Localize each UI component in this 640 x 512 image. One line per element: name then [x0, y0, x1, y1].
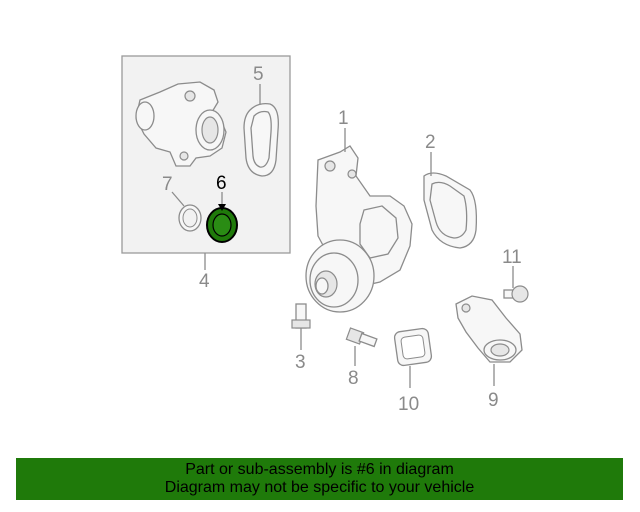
- callout-6: 6: [216, 173, 227, 194]
- gasket-5: [243, 102, 279, 177]
- gasket-10: [393, 327, 433, 367]
- info-banner: Part or sub-assembly is #6 in diagram Di…: [16, 458, 623, 500]
- callout-5: 5: [253, 64, 264, 85]
- bolt-8: [345, 327, 378, 348]
- callout-9: 9: [488, 390, 499, 411]
- o-ring-7: [178, 204, 202, 232]
- banner-line-1: Part or sub-assembly is #6 in diagram: [185, 461, 454, 478]
- water-pump: [305, 145, 413, 313]
- banner-line-2: Diagram may not be specific to your vehi…: [164, 479, 475, 496]
- callout-2: 2: [425, 132, 436, 153]
- thermostat-housing: [135, 81, 227, 167]
- seal-6-highlighted: [206, 207, 238, 243]
- callout-8: 8: [348, 368, 359, 389]
- leader-6-arrow: [218, 204, 226, 211]
- callout-10: 10: [398, 394, 419, 415]
- bolt-11: [503, 285, 529, 303]
- callout-1: 1: [338, 108, 349, 129]
- callout-3: 3: [295, 352, 306, 373]
- callout-11: 11: [502, 247, 522, 268]
- callout-4: 4: [199, 271, 210, 292]
- leader-7: [171, 191, 185, 207]
- gasket-2: [423, 172, 478, 249]
- bolt-3: [291, 303, 311, 329]
- callout-7: 7: [162, 174, 173, 195]
- pipe-housing-9: [455, 295, 523, 363]
